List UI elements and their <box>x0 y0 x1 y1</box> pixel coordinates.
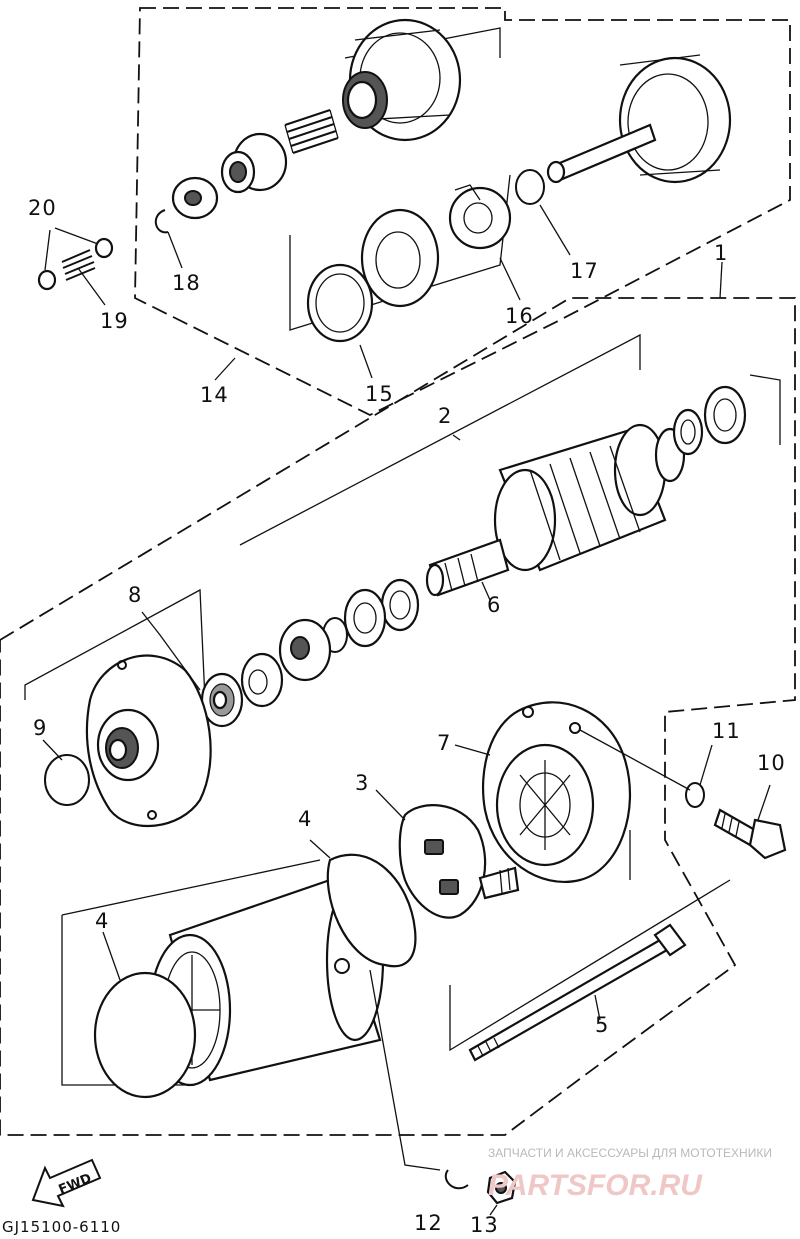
watermark: ЗАПЧАСТИ И АКСЕССУАРЫ ДЛЯ МОТОТЕХНИКИ PA… <box>488 1146 772 1202</box>
nut-13 <box>486 1170 517 1205</box>
watermark-logo: PARTSFOR.RU <box>488 1169 703 1202</box>
callout-10: 10 <box>757 751 786 775</box>
through-bolt-5 <box>468 923 687 1062</box>
group-outline-clutch <box>134 7 791 417</box>
callout-11: 11 <box>712 719 741 743</box>
plate-16 <box>448 184 512 250</box>
callout-17: 17 <box>570 259 599 283</box>
washer-11 <box>685 782 705 808</box>
callout-6: 6 <box>487 593 501 617</box>
armature-washers <box>322 385 747 653</box>
rear-cover <box>481 701 632 883</box>
washer-left <box>171 176 219 220</box>
gear-shaft <box>546 54 732 184</box>
callout-8: 8 <box>128 583 142 607</box>
callout-4-top: 4 <box>298 807 312 831</box>
circlip-12 <box>444 1169 469 1190</box>
callout-15: 15 <box>365 382 394 406</box>
callout-labels: 1 2 3 4 4 5 6 7 8 9 10 11 12 13 14 15 16… <box>28 196 786 1237</box>
clutch-group-parts <box>154 18 732 343</box>
circlip-18 <box>154 209 169 234</box>
spring <box>284 109 339 154</box>
pinion-sleeve <box>220 132 288 194</box>
bolt-10 <box>713 808 787 860</box>
small-spring-set <box>37 227 114 291</box>
callout-7: 7 <box>437 731 451 755</box>
gasket-4-left <box>93 971 197 1099</box>
callout-12: 12 <box>414 1211 443 1235</box>
callout-4-left: 4 <box>95 909 109 933</box>
callout-2: 2 <box>438 404 452 428</box>
callout-18: 18 <box>172 271 201 295</box>
callout-5: 5 <box>595 1013 609 1037</box>
callout-20: 20 <box>28 196 57 220</box>
watermark-caption: ЗАПЧАСТИ И АКСЕССУАРЫ ДЛЯ МОТОТЕХНИКИ <box>488 1146 772 1160</box>
gasket-4-right <box>326 853 417 968</box>
armature <box>425 423 686 597</box>
leader-lines <box>42 204 771 1216</box>
ring-17 <box>515 169 545 205</box>
diagram-code: GJ15100-6110 <box>2 1218 121 1236</box>
front-cover <box>85 654 212 828</box>
bearing-plate <box>360 208 440 308</box>
callout-3: 3 <box>355 771 369 795</box>
callout-9: 9 <box>33 716 47 740</box>
front-cover-group <box>44 618 332 828</box>
callout-13: 13 <box>470 1213 499 1237</box>
fwd-label: FWD <box>57 1171 94 1198</box>
brush-holder <box>398 804 520 919</box>
callout-1: 1 <box>714 241 728 265</box>
o-ring-9 <box>44 754 90 806</box>
callout-14: 14 <box>200 383 229 407</box>
needle-bearing-15 <box>306 263 374 343</box>
callout-16: 16 <box>505 304 534 328</box>
callout-19: 19 <box>100 309 129 333</box>
fwd-arrow: FWD <box>31 1158 102 1208</box>
clutch-housing <box>342 18 462 142</box>
